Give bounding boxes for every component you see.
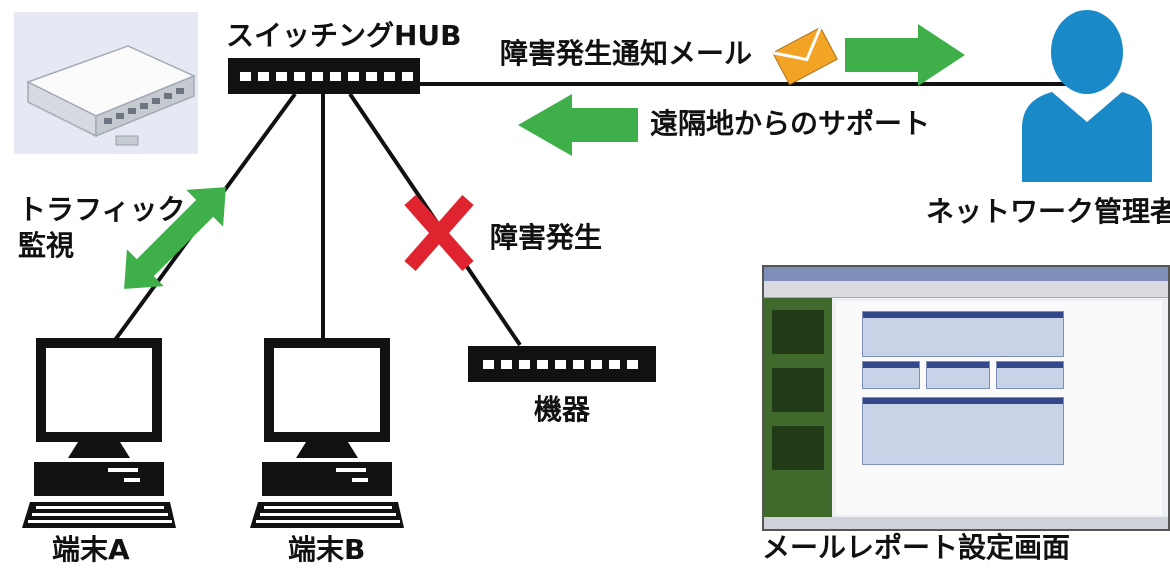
traffic-arrow-icon [124, 187, 226, 289]
red-cross-icon [404, 195, 474, 271]
report-screen-label: メールレポート設定画面 [762, 531, 1071, 564]
support-arrow-icon [518, 94, 638, 156]
hub-photo [14, 12, 198, 154]
desktop-computer-icon [22, 338, 176, 528]
terminal-b-label: 端末B [288, 533, 366, 566]
failure-label: 障害発生 [490, 221, 603, 254]
traffic-monitor-label-line2: 監視 [18, 229, 75, 262]
person-silhouette-icon [1022, 10, 1152, 182]
envelope-icon [772, 26, 838, 86]
device-label: 機器 [534, 393, 591, 426]
traffic-monitor-label-line1: トラフィック [18, 193, 186, 226]
switching-hub-icon [228, 58, 420, 94]
report-settings-screenshot [762, 265, 1170, 531]
terminal-a-label: 端末A [52, 533, 130, 566]
admin-label: ネットワーク管理者 [926, 195, 1170, 228]
mail-arrow-icon [845, 24, 965, 86]
hub-label: スイッチングHUB [226, 19, 462, 52]
network-device-icon [468, 346, 656, 382]
remote-support-label: 遠隔地からのサポート [650, 107, 931, 140]
mail-notice-label: 障害発生通知メール [500, 37, 753, 70]
desktop-computer-icon [250, 338, 404, 528]
